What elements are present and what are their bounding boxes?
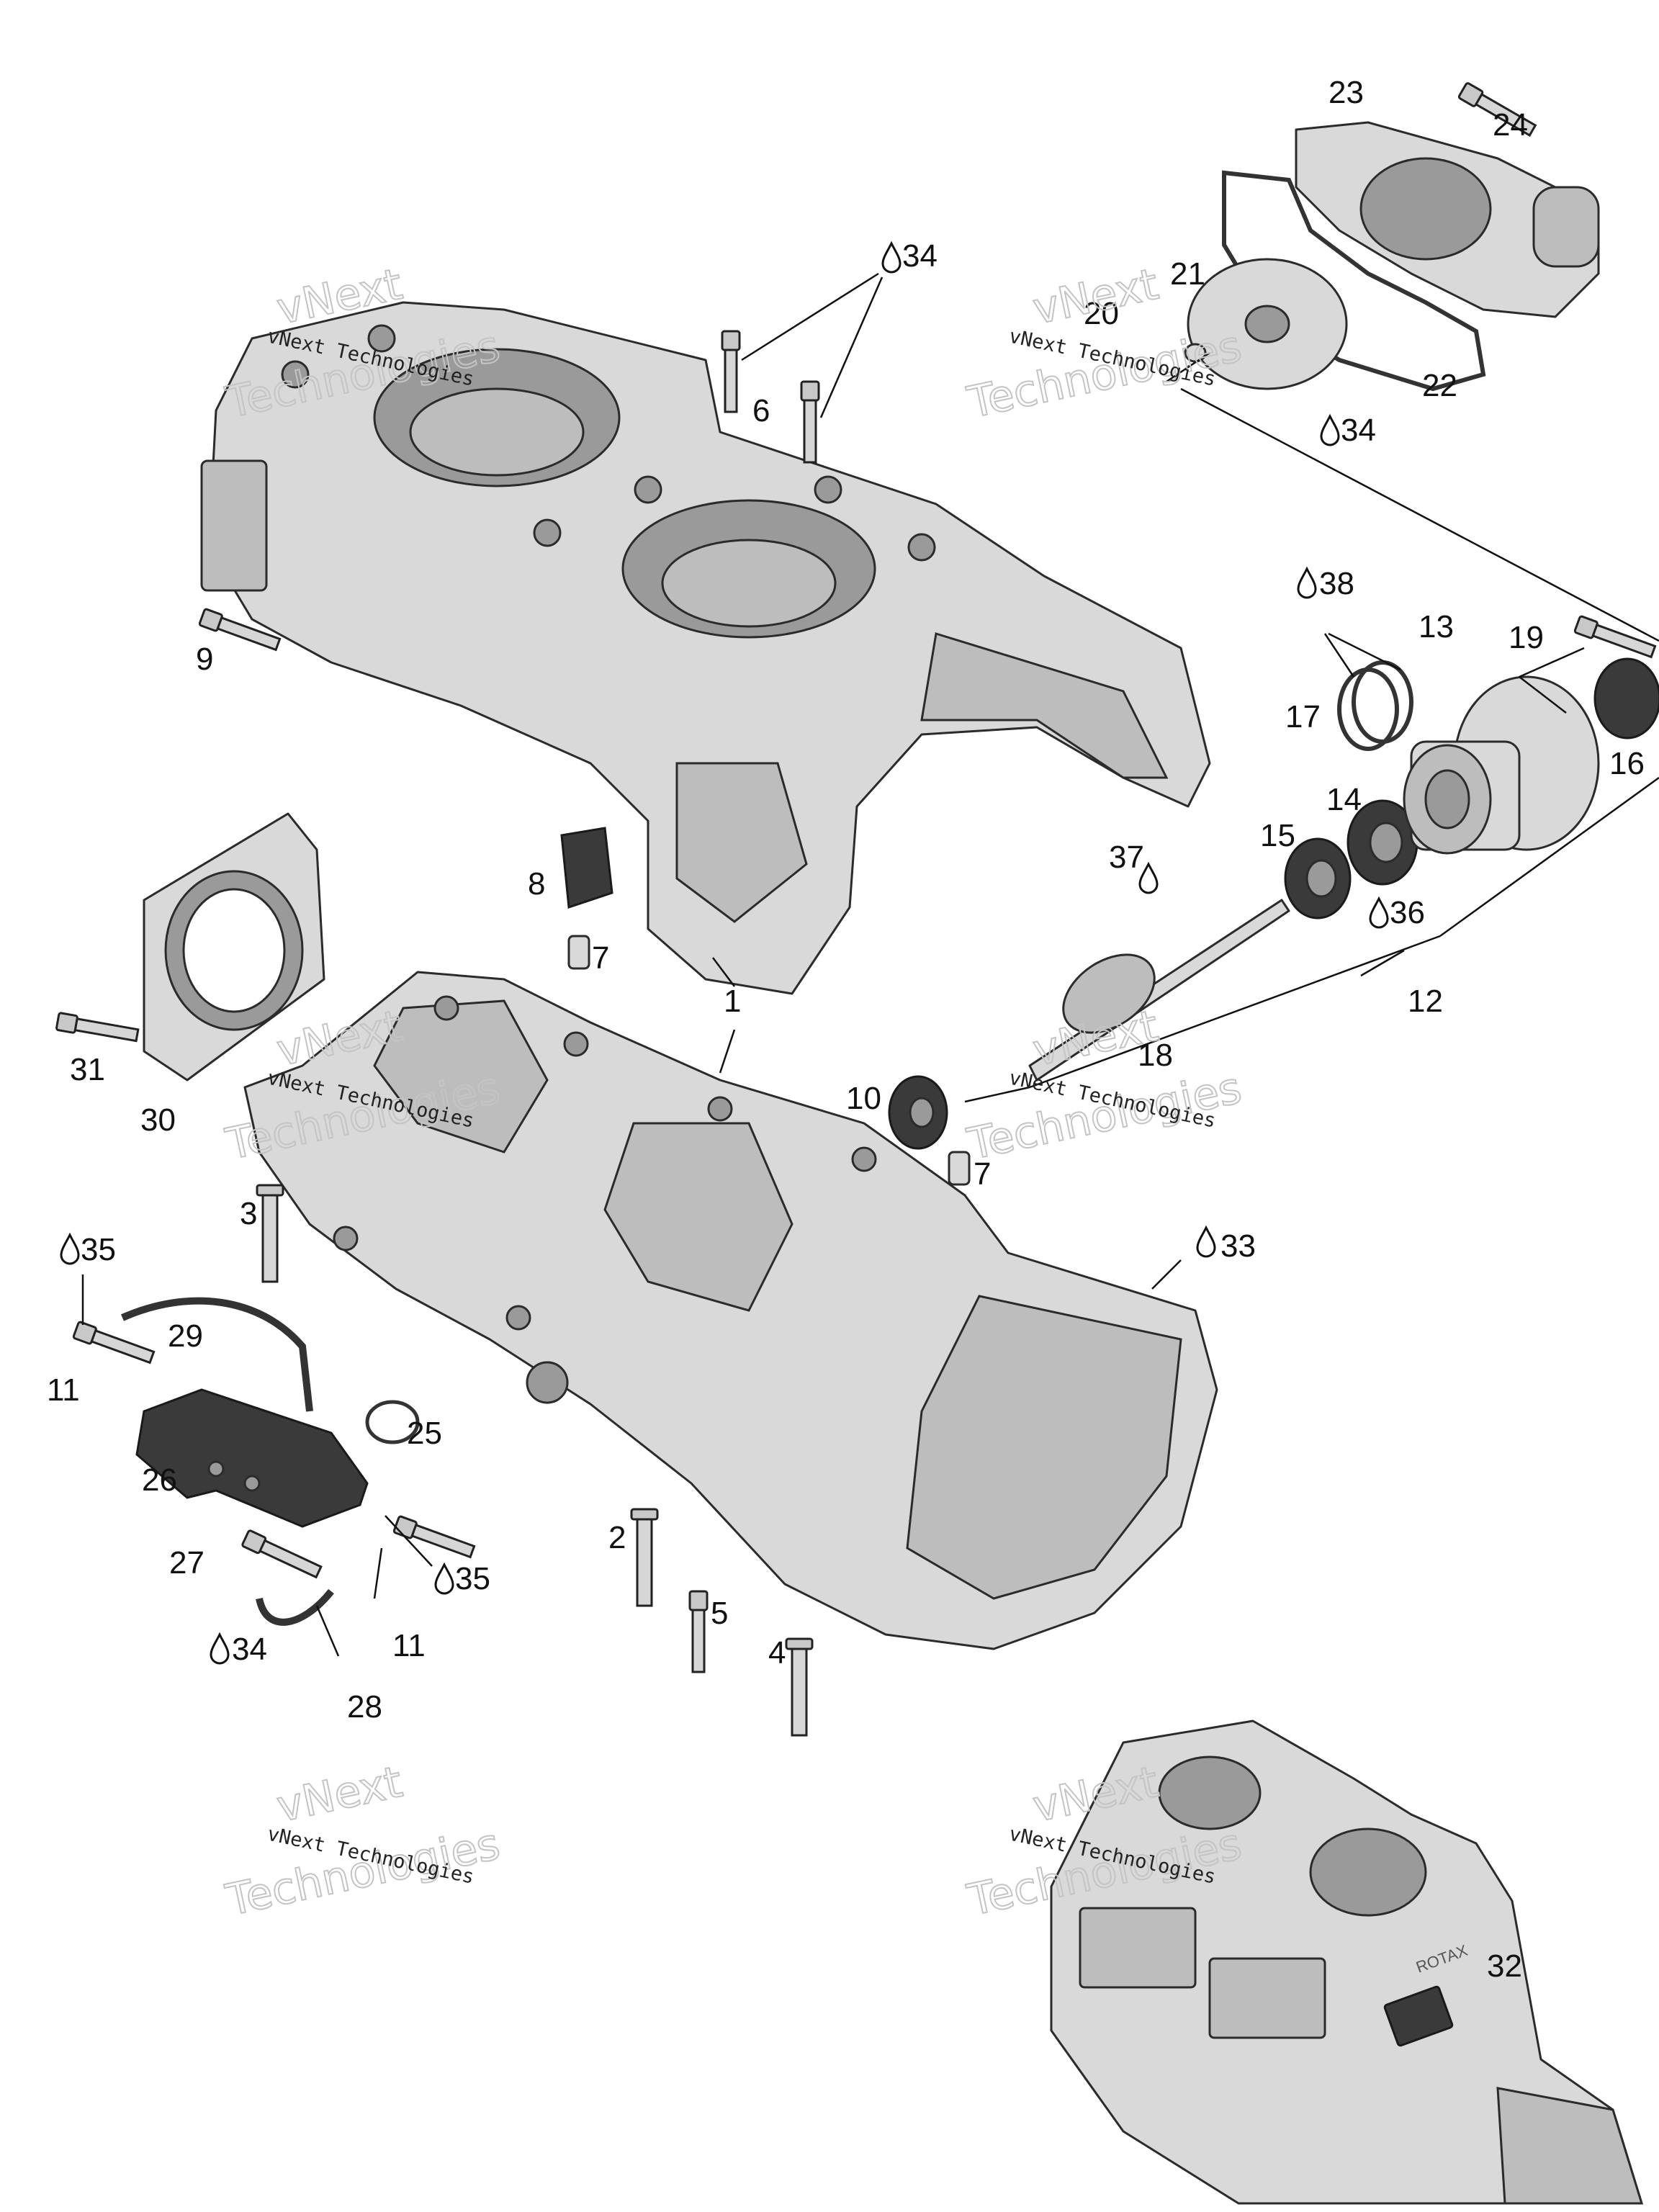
callout-19: 19 [1509, 620, 1544, 655]
bolt-5 [688, 1590, 709, 1673]
callout-24: 24 [1493, 107, 1528, 143]
water-pump-impeller [1187, 258, 1348, 390]
callout-16: 16 [1609, 746, 1645, 781]
callout-37: 37 [1109, 840, 1144, 875]
callout-10: 10 [846, 1081, 881, 1116]
callout-26: 26 [142, 1462, 177, 1498]
dowel-7b [948, 1151, 971, 1186]
callout-29: 29 [168, 1318, 203, 1354]
stud-11a [71, 1320, 156, 1367]
engine-assembly-32: ROTAX [1050, 1719, 1644, 2205]
flange-30 [143, 812, 325, 1082]
callout-33: 33 [1220, 1228, 1256, 1264]
callout-27: 27 [169, 1545, 204, 1581]
water-pump-housing [1295, 121, 1600, 318]
callout-20: 20 [1084, 296, 1119, 331]
upper-crankcase-half [200, 301, 1211, 995]
bolt-19 [1573, 614, 1658, 661]
watermark-bottom-left: vNext Technologies vNext Technologies [221, 1756, 505, 1927]
callout-13: 13 [1419, 609, 1454, 644]
callout-21: 21 [1170, 256, 1205, 292]
bolt-6a [721, 330, 741, 413]
callout-4: 4 [768, 1635, 786, 1671]
callout-31: 31 [70, 1052, 105, 1087]
callout-5: 5 [711, 1596, 728, 1631]
bolt-31 [55, 1011, 140, 1046]
bearing-14 [1346, 799, 1419, 886]
callout-labels: 1 2 3 4 5 6 7 7 8 9 10 11 11 12 13 14 15… [47, 75, 1645, 1984]
svg-text:vNext: vNext [273, 1757, 407, 1833]
bearing-10 [888, 1075, 948, 1150]
oil-line-29 [120, 1297, 313, 1412]
bolt-3 [256, 1184, 284, 1283]
bolt-6b [800, 380, 820, 464]
bearing-15 [1284, 837, 1352, 920]
oil-pump-26 [135, 1388, 369, 1528]
callout-36: 36 [1390, 895, 1425, 930]
rotary-valve-shaft [1028, 899, 1290, 1082]
callout-25: 25 [407, 1416, 442, 1451]
callout-23: 23 [1328, 75, 1364, 110]
callout-7a: 7 [592, 940, 609, 976]
callout-34b: 34 [1341, 413, 1376, 448]
callout-34c: 34 [232, 1632, 267, 1667]
callout-11b: 11 [392, 1628, 426, 1663]
callout-1: 1 [724, 984, 741, 1019]
o-ring-25 [365, 1400, 420, 1444]
lower-crankcase-half [243, 971, 1218, 1650]
callout-22: 22 [1422, 368, 1457, 403]
callout-18: 18 [1138, 1038, 1173, 1073]
housing-13 [1403, 675, 1600, 855]
o-rings-17 [1337, 660, 1413, 751]
callout-7b: 7 [974, 1156, 991, 1192]
callout-9: 9 [196, 642, 213, 677]
callout-38: 38 [1319, 566, 1354, 601]
callout-12: 12 [1408, 984, 1443, 1019]
dowel-7a [567, 935, 590, 970]
callout-2: 2 [608, 1520, 626, 1555]
bolt-2 [630, 1508, 659, 1607]
callout-32: 32 [1487, 1948, 1522, 1984]
bolt-4 [785, 1637, 814, 1737]
seal-8 [560, 827, 613, 909]
callout-8: 8 [528, 866, 545, 902]
callout-15: 15 [1260, 818, 1295, 853]
callout-35a: 35 [81, 1232, 116, 1267]
callout-6: 6 [752, 393, 770, 428]
cap-16 [1593, 657, 1659, 739]
callout-17: 17 [1285, 699, 1321, 734]
callout-28: 28 [347, 1689, 382, 1725]
callout-3: 3 [240, 1196, 257, 1231]
callout-35b: 35 [455, 1561, 490, 1596]
callout-11a: 11 [47, 1372, 80, 1408]
callout-34a: 34 [902, 238, 938, 274]
leader-lines [81, 272, 1659, 1657]
callout-30: 30 [140, 1102, 176, 1138]
watermark-mid-right: vNext Technologies vNext Technologies [963, 1000, 1247, 1171]
screw-27 [240, 1529, 324, 1581]
callout-14: 14 [1326, 782, 1362, 817]
oil-line-28 [256, 1588, 334, 1626]
